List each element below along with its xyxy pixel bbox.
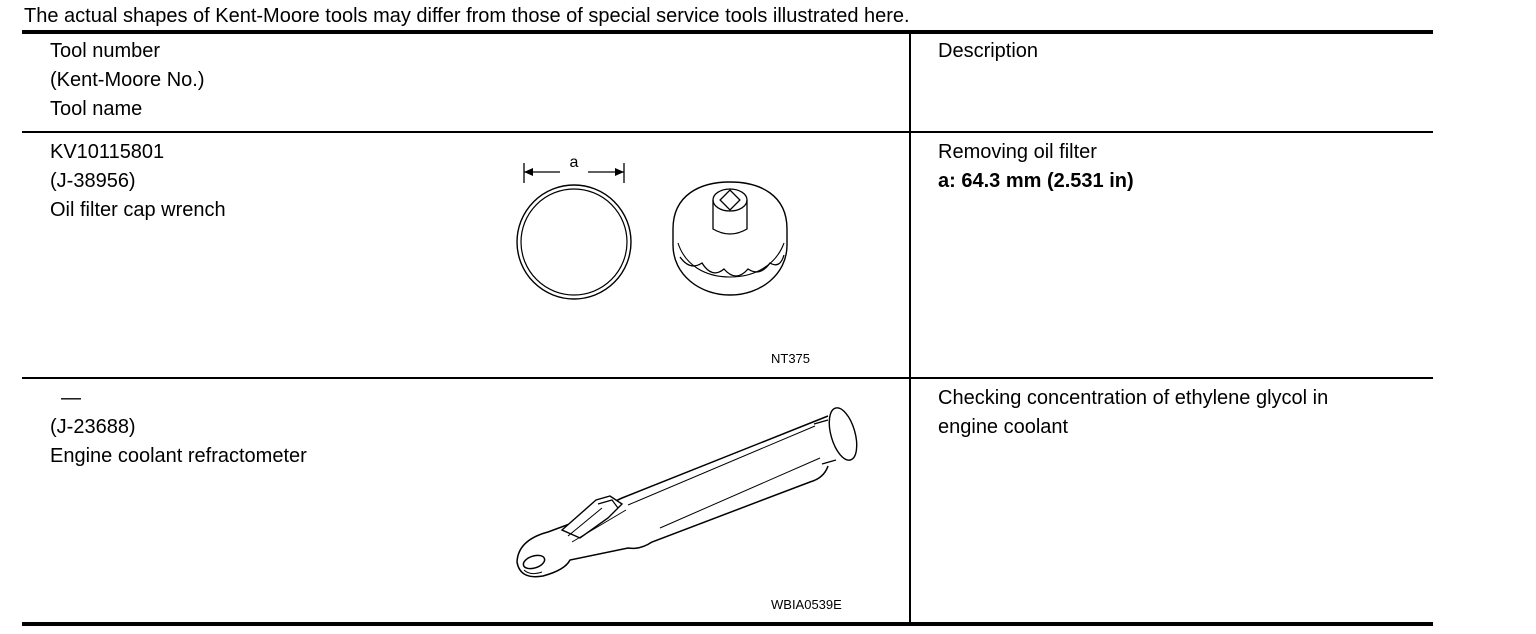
oil-filter-cap-wrench-illustration: a	[516, 154, 788, 300]
description-text: Removing oil filter	[938, 141, 1097, 163]
description-line: engine coolant	[938, 416, 1069, 438]
figure-code: WBIA0539E	[771, 597, 842, 612]
tool-name: Oil filter cap wrench	[50, 199, 226, 221]
table-bottom-rule	[22, 622, 1433, 626]
header-description: Description	[938, 37, 1038, 66]
header-bottom-rule	[22, 131, 1433, 133]
tool-number: KV10115801	[50, 141, 165, 163]
table-top-rule	[22, 30, 1433, 34]
description-line: Checking concentration of ethylene glyco…	[938, 387, 1329, 409]
table-row: KV10115801 (J-38956) Oil filter cap wren…	[50, 138, 226, 225]
kent-moore-number: (J-23688)	[50, 416, 136, 438]
description-cell: Removing oil filter a: 64.3 mm (2.531 in…	[938, 138, 1134, 196]
table-row: — (J-23688) Engine coolant refractometer	[50, 384, 307, 471]
tool-number: —	[61, 387, 81, 409]
figure-code: NT375	[771, 351, 811, 366]
header-kent-moore: (Kent-Moore No.)	[50, 69, 205, 91]
dimension-label-a: a	[570, 154, 579, 171]
description-cell: Checking concentration of ethylene glyco…	[938, 384, 1328, 442]
dimension-spec: a: 64.3 mm (2.531 in)	[938, 170, 1134, 192]
header-tool-number: Tool number	[50, 40, 161, 62]
header-description-label: Description	[938, 40, 1039, 62]
tool-name: Engine coolant refractometer	[50, 445, 307, 467]
page-note: The actual shapes of Kent-Moore tools ma…	[24, 5, 910, 27]
refractometer-illustration	[516, 407, 858, 578]
kent-moore-number: (J-38956)	[50, 170, 136, 192]
column-divider	[909, 31, 911, 624]
row-divider	[22, 377, 1433, 379]
header-tool-column: Tool number (Kent-Moore No.) Tool name	[50, 37, 205, 124]
header-tool-name: Tool name	[50, 98, 143, 120]
